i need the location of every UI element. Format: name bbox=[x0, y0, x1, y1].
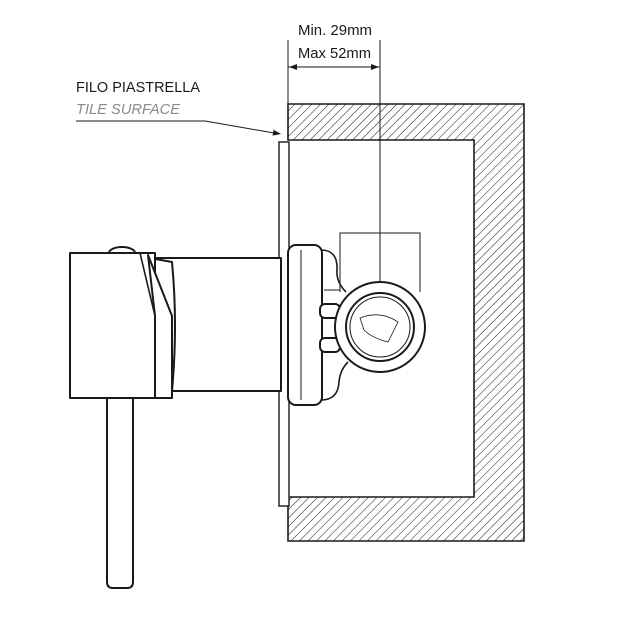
dimension-arrow-right bbox=[371, 64, 379, 70]
valve-connector-upper bbox=[320, 249, 347, 293]
valve-body-inner-circle bbox=[345, 292, 415, 362]
tile-surface-label: TILE SURFACE bbox=[76, 101, 181, 118]
filo-piastrella-label: FILO PIASTRELLA bbox=[76, 79, 200, 96]
handle-head-bevel bbox=[147, 254, 173, 399]
tile-surface-leader-arrow bbox=[272, 129, 281, 136]
escutcheon-flange bbox=[287, 244, 323, 406]
handle-head bbox=[69, 252, 156, 399]
cartridge-housing bbox=[339, 232, 421, 292]
valve-body-bore bbox=[349, 296, 411, 358]
dimension-max-label: Max 52mm bbox=[298, 45, 371, 62]
valve-bore-detail bbox=[359, 314, 399, 343]
dimension-arrow-left bbox=[289, 64, 297, 70]
tile-surface-leader-line bbox=[76, 120, 275, 134]
valve-connector-lower bbox=[320, 361, 349, 401]
dimension-min-label: Min. 29mm bbox=[298, 22, 372, 39]
handle-head-bevel-edge bbox=[139, 252, 156, 317]
handle-lever bbox=[106, 397, 134, 589]
